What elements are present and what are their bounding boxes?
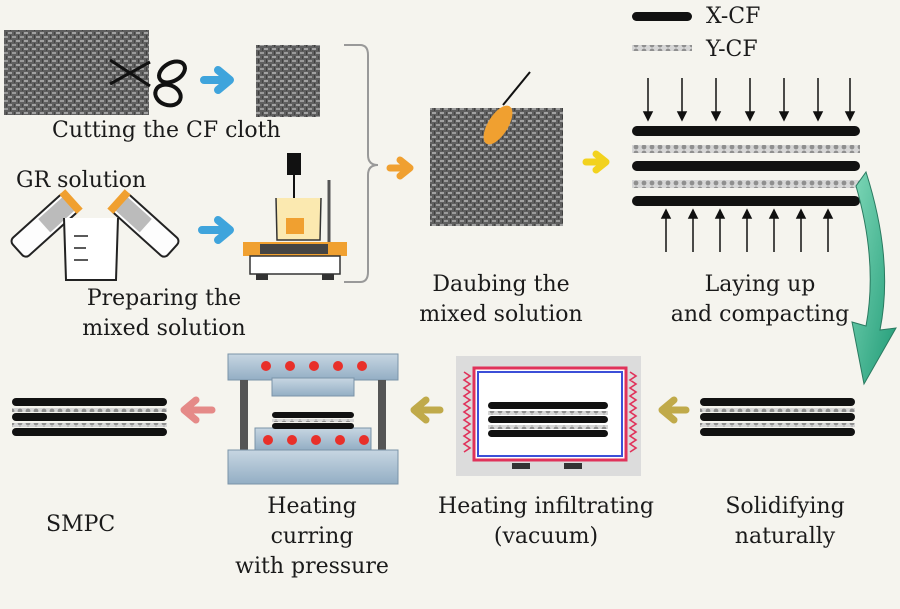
test-tube-right-icon xyxy=(107,189,180,258)
solidified-laminate xyxy=(700,398,855,436)
beaker-icon xyxy=(63,217,119,281)
label-laying-line2: and compacting xyxy=(670,302,850,327)
heater-coil-right xyxy=(628,371,638,453)
label-infiltrating: Heating infiltrating (vacuum) xyxy=(426,492,666,552)
heater-coil-left xyxy=(462,371,472,453)
label-daubing-line2: mixed solution xyxy=(419,302,583,327)
smpc-laminate xyxy=(12,398,167,436)
legend-x-cf xyxy=(632,12,692,21)
label-infiltrating-line1: Heating infiltrating xyxy=(438,494,654,519)
brush-icon xyxy=(483,71,531,145)
label-solidifying-line1: Solidifying xyxy=(725,494,845,519)
merge-bracket xyxy=(344,44,379,283)
label-curing-line3: with pressure xyxy=(235,554,389,579)
hot-plate-icon xyxy=(243,242,347,280)
arrow-yellow xyxy=(582,150,610,174)
compact-arrows-bottom xyxy=(660,208,834,252)
legend-y-cf-label: Y-CF xyxy=(705,37,758,62)
arrow-olive-2 xyxy=(410,396,444,424)
label-daubing-line1: Daubing the xyxy=(432,272,570,297)
label-curing: Heating curring with pressure xyxy=(222,492,402,582)
arrow-green-curved xyxy=(851,170,897,386)
cf-cloth-small xyxy=(256,45,320,117)
compact-arrows-top xyxy=(642,78,856,122)
test-tube-left-icon xyxy=(10,189,83,258)
label-curing-line2: curring xyxy=(270,524,354,549)
scissors-icon xyxy=(109,58,187,108)
label-solidifying-line2: naturally xyxy=(734,524,836,549)
laminate-stack xyxy=(632,126,860,206)
arrow-olive-1 xyxy=(658,396,690,424)
oven-laminate xyxy=(488,402,608,437)
stirrer-icon xyxy=(275,153,331,246)
label-preparing-line1: Preparing the xyxy=(86,286,242,311)
label-infiltrating-line2: (vacuum) xyxy=(493,524,599,549)
press-heating-dots-top xyxy=(261,361,367,371)
cf-cloth-large xyxy=(4,30,149,115)
press-heating-dots-bottom xyxy=(263,435,369,445)
label-solidifying: Solidifying naturally xyxy=(700,492,870,552)
label-laying-line1: Laying up xyxy=(704,272,816,297)
label-smpc: SMPC xyxy=(46,512,116,537)
label-preparing-line2: mixed solution xyxy=(82,316,246,341)
arrow-pink xyxy=(180,396,216,424)
label-gr-solution: GR solution xyxy=(16,168,147,193)
label-preparing: Preparing the mixed solution xyxy=(64,284,264,344)
arrow-blue-1 xyxy=(200,66,234,94)
label-cutting: Cutting the CF cloth xyxy=(52,118,281,143)
legend-x-cf-label: X-CF xyxy=(706,4,760,29)
label-laying: Laying up and compacting xyxy=(660,270,860,330)
legend-y-cf xyxy=(632,45,692,51)
label-curing-line1: Heating xyxy=(267,494,357,519)
press-laminate xyxy=(272,412,354,429)
arrow-blue-2 xyxy=(198,216,234,244)
arrow-orange xyxy=(386,156,414,180)
label-daubing: Daubing the mixed solution xyxy=(406,270,596,330)
